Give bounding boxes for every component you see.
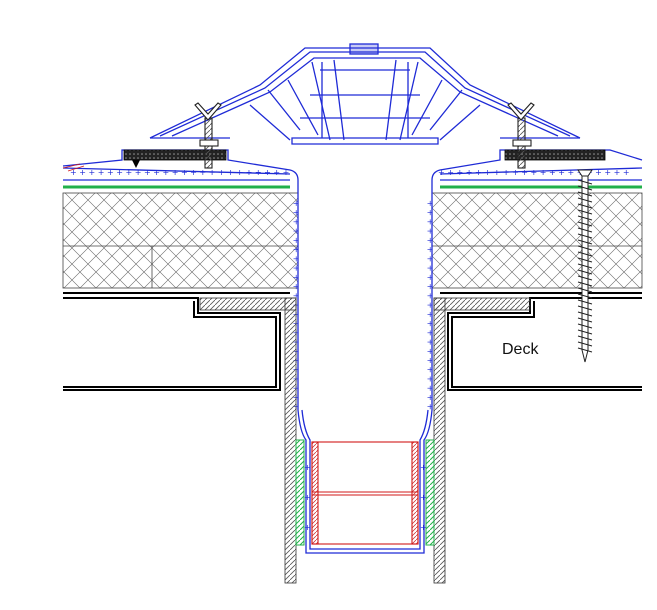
svg-text:+: + bbox=[420, 463, 427, 472]
svg-text:+: + bbox=[304, 493, 311, 502]
screw-thread bbox=[577, 305, 593, 311]
wing-bolt-icon bbox=[507, 102, 535, 169]
seal-rings bbox=[295, 439, 435, 546]
screw-thread bbox=[577, 233, 593, 239]
drain-sleeve-walls bbox=[199, 297, 531, 584]
structural-deck-right bbox=[440, 292, 642, 391]
screw-thread bbox=[577, 227, 593, 233]
screw-thread bbox=[577, 347, 593, 353]
clamp-left bbox=[123, 102, 227, 169]
drain-dome bbox=[149, 43, 581, 145]
screw-thread bbox=[577, 275, 593, 281]
screw-thread bbox=[577, 197, 593, 203]
clamp-right bbox=[504, 102, 606, 169]
screw-thread bbox=[577, 293, 593, 299]
svg-text:+: + bbox=[304, 463, 311, 472]
svg-text:+: + bbox=[420, 523, 427, 532]
screw-thread bbox=[577, 185, 593, 191]
screw-thread bbox=[577, 251, 593, 257]
roof-membrane-right bbox=[431, 149, 643, 410]
screw-icon bbox=[577, 169, 593, 363]
svg-text:+ + + + + + + + + + + + + + +: + + + + + + + + + + + + + + + + + + + + … bbox=[426, 200, 435, 410]
screw-thread bbox=[577, 215, 593, 221]
wing-bolt-icon bbox=[194, 102, 222, 169]
screw-thread bbox=[577, 263, 593, 269]
screw-thread bbox=[577, 239, 593, 245]
screw-thread bbox=[577, 257, 593, 263]
screw-thread bbox=[577, 341, 593, 347]
screw-thread bbox=[577, 281, 593, 287]
deck-label: Deck bbox=[502, 341, 539, 358]
insulation-right bbox=[431, 192, 643, 289]
drain-pipe bbox=[297, 409, 433, 554]
screw-thread bbox=[577, 329, 593, 335]
screw-thread bbox=[577, 209, 593, 215]
screw-thread bbox=[577, 311, 593, 317]
screw-thread bbox=[577, 335, 593, 341]
screw-thread bbox=[577, 221, 593, 227]
pipe-insert bbox=[311, 441, 419, 545]
screw-thread bbox=[577, 245, 593, 251]
svg-text:+: + bbox=[420, 493, 427, 502]
screw-thread bbox=[577, 287, 593, 293]
screw-thread bbox=[577, 203, 593, 209]
screw-thread bbox=[577, 317, 593, 323]
screw-thread bbox=[577, 269, 593, 275]
pipe-plus-marks: + + + + + + bbox=[304, 463, 427, 532]
structural-deck-left bbox=[63, 292, 290, 391]
screw-thread bbox=[577, 323, 593, 329]
screw-thread bbox=[577, 179, 593, 185]
screw-thread bbox=[577, 299, 593, 305]
screw-thread bbox=[577, 191, 593, 197]
membrane-edge-red bbox=[62, 163, 85, 172]
svg-text:+ + + + + + + + + + + + + + +: + + + + + + + + + + + + + + + + + + + + … bbox=[70, 168, 289, 177]
svg-text:+: + bbox=[304, 523, 311, 532]
svg-text:+ + + + + + + + + + + + + + +: + + + + + + + + + + + + + + + + + + + + … bbox=[438, 168, 630, 177]
insulation-left bbox=[62, 192, 299, 289]
